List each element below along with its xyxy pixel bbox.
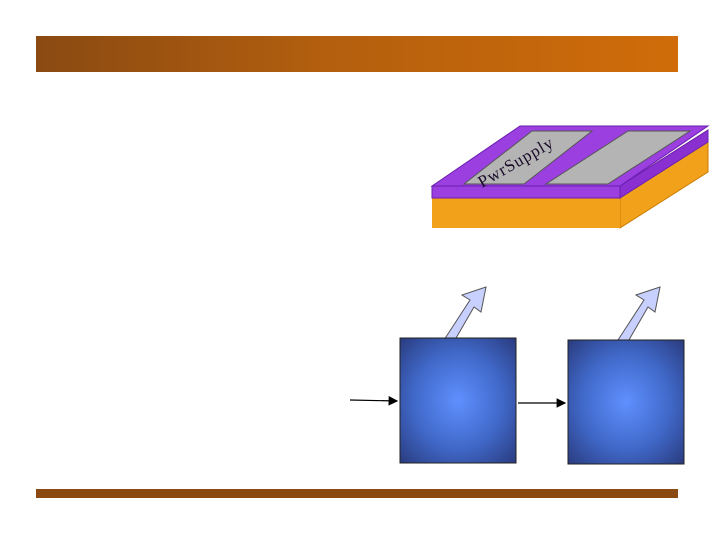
input-arrow xyxy=(349,396,399,406)
header-bar xyxy=(36,36,678,72)
chip-front-strip xyxy=(431,185,621,199)
left-block xyxy=(399,337,517,464)
left-block-up-arrow xyxy=(443,286,487,346)
chip-pad-left xyxy=(462,130,594,185)
right-block xyxy=(567,339,685,465)
right-block-up-arrow xyxy=(617,286,661,346)
footer-bar xyxy=(36,489,678,498)
chip-pad-right xyxy=(544,130,692,185)
power-supply-chip: PwrSupply xyxy=(430,125,710,229)
chip-side-strip xyxy=(619,129,709,199)
chip-front-face xyxy=(432,198,620,228)
